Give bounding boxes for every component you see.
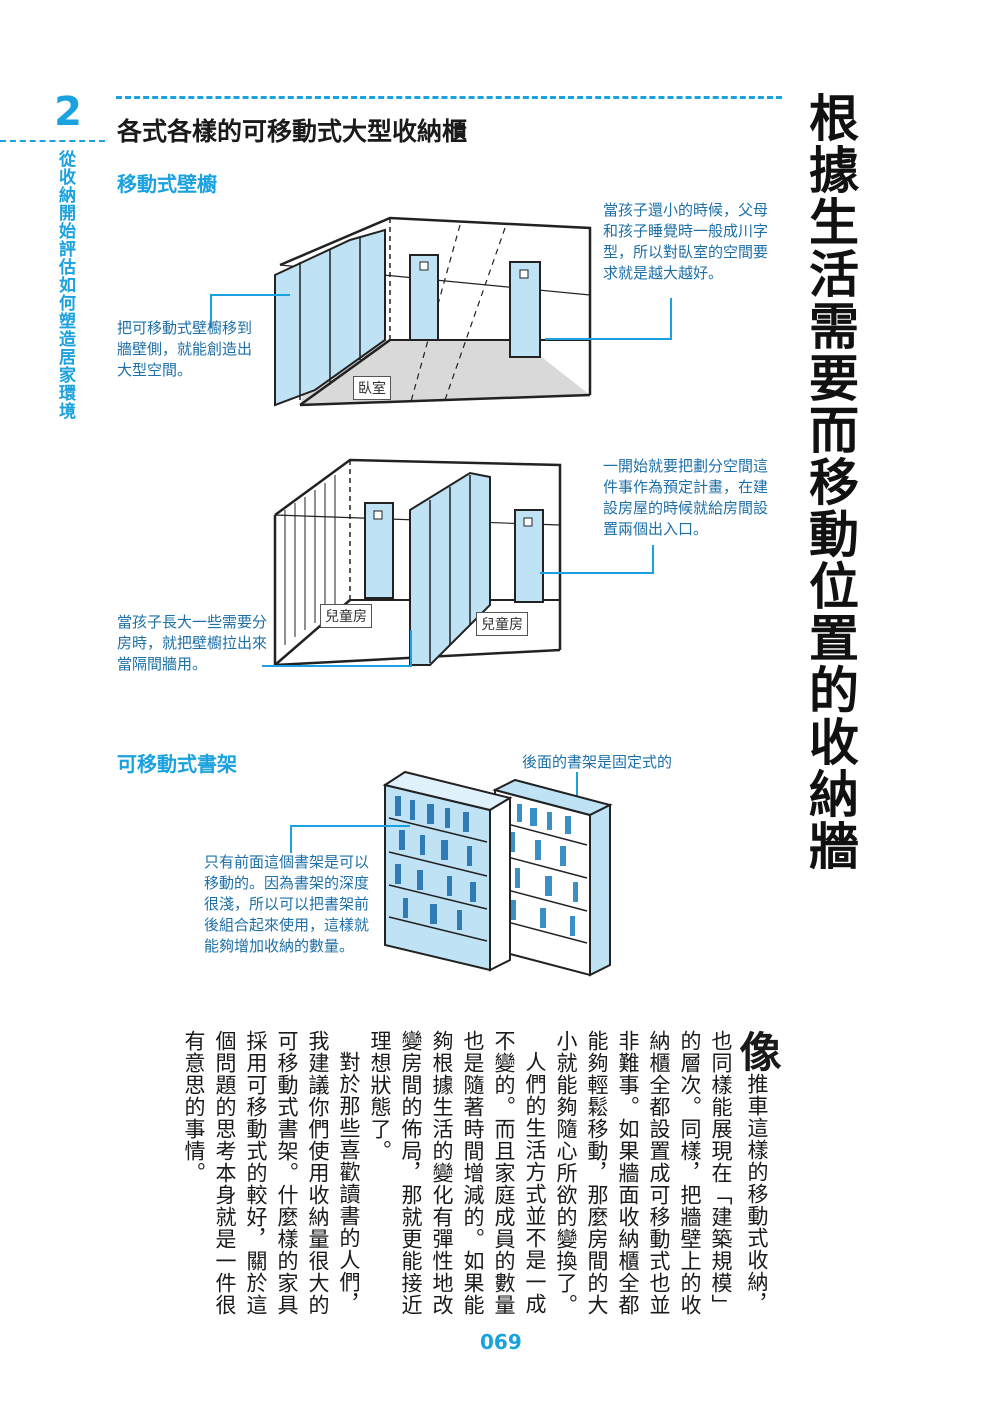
callout-line [290,825,410,827]
bookshelf-note-left: 只有前面這個書架是可以移動的。因為書架的深度很淺，所以可以把書架前後組合起來使用… [204,853,370,955]
body-paragraph-1: 像推車這樣的移動式收納，也同樣能展現在「建築規模」的層次。同樣，把牆壁上的收納櫃… [550,1030,782,1320]
callout-line [576,772,578,812]
callout-line [210,294,290,296]
vertical-title: 根據生活需要而移動位置的收納牆 [801,92,859,872]
callout-line [540,572,654,574]
bookshelf-illustration [382,770,613,977]
bedroom-illustration [274,216,592,407]
callout-line [290,825,292,853]
kids-rooms-illustration [273,458,562,667]
callout-line [670,298,672,338]
dropcap: 像 [733,1030,782,1073]
chapter-title: 從收納開始評估如何塑造居家環境 [55,150,75,420]
wardrobe-note-right: 當孩子還小的時候，父母和孩子睡覺時一般成川字型，所以對臥室的空間要求就是越大越好… [603,201,769,282]
body-text: 像推車這樣的移動式收納，也同樣能展現在「建築規模」的層次。同樣，把牆壁上的收納櫃… [178,1030,782,1320]
chapter-number: 2 [54,89,82,135]
bedroom-label: 臥室 [353,376,391,400]
kids-room-label-a: 兒童房 [320,604,372,628]
kids-note-right: 一開始就要把劃分空間這件事作為預定計畫，在建設房屋的時候就給房間設置兩個出入口。 [603,457,769,538]
callout-line [210,294,212,328]
chapter-divider [0,140,105,142]
section-title: 各式各樣的可移動式大型收納櫃 [117,117,468,146]
callout-line [652,545,654,573]
callout-line [545,338,672,340]
bookshelf-note-top: 後面的書架是固定式的 [522,753,673,771]
kids-note-left: 當孩子長大一些需要分房時，就把壁櫥拉出來當隔間牆用。 [117,613,268,673]
bookshelf-heading: 可移動式書架 [117,752,237,776]
body-paragraph-1-text: 推車這樣的移動式收納，也同樣能展現在「建築規模」的層次。同樣，把牆壁上的收納櫃全… [554,1030,769,1316]
wardrobe-heading: 移動式壁櫥 [117,172,217,196]
callout-line [262,665,412,667]
kids-room-label-b: 兒童房 [476,612,528,636]
body-paragraph-2: 人們的生活方式並不是一成不變的。而且家庭成員的數量也是隨著時間增減的。如果能夠根… [368,1030,547,1316]
wardrobe-note-left: 把可移動式壁櫥移到牆壁側，就能創造出大型空間。 [117,319,253,379]
page-number: 069 [480,1330,522,1354]
top-dashed-rule [116,96,782,99]
callout-line [410,630,412,667]
body-paragraph-3: 對於那些喜歡讀書的人們，我建議你們使用收納量很大的可移動式書架。什麼樣的家具採用… [182,1030,361,1316]
